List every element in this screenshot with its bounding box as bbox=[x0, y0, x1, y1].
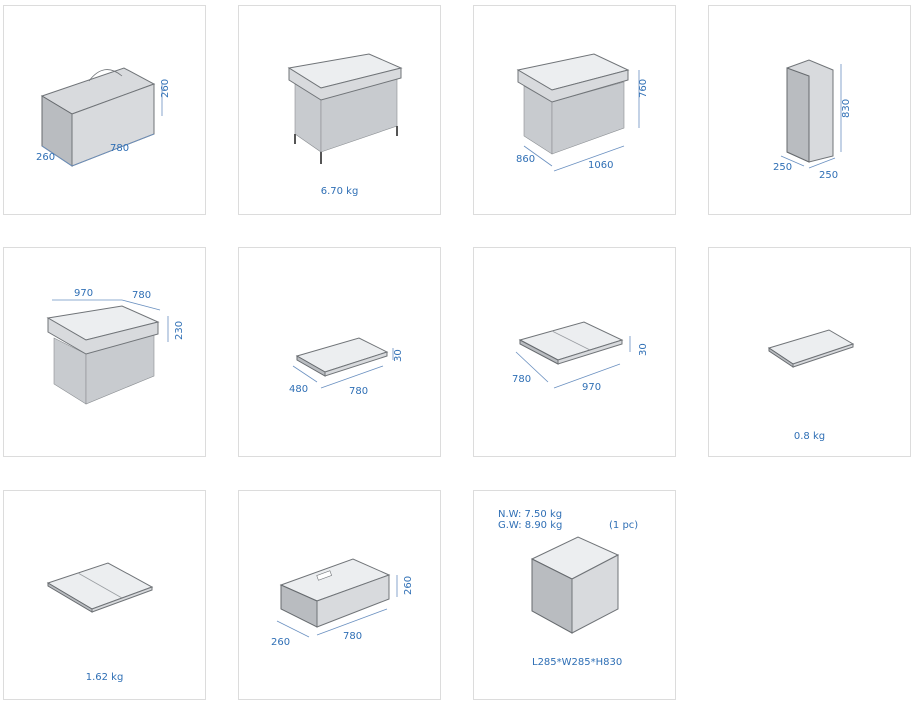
carry-bag-illustration: 260 260 780 bbox=[36, 67, 171, 167]
changer-weight-caption: 1.62 kg bbox=[85, 672, 124, 683]
small-mattress-thickness-dim: 30 bbox=[393, 349, 404, 362]
bag-depth-dim: 260 bbox=[36, 152, 55, 163]
bag-height-dim: 260 bbox=[160, 79, 171, 98]
folded-height-dim: 830 bbox=[841, 99, 852, 118]
sheet-illustration bbox=[767, 329, 855, 368]
gross-weight-label: G.W: 8.90 kg bbox=[498, 520, 562, 531]
product-card-carry-bag: 260 260 780 bbox=[3, 5, 206, 215]
product-card-package: N.W: 7.50 kg G.W: 8.90 kg (1 pc) L285*W2… bbox=[473, 490, 676, 700]
large-mattress-width-dim: 780 bbox=[512, 374, 531, 385]
large-mattress-length-dim: 970 bbox=[582, 382, 601, 393]
product-card-mattress-large: 30 780 970 bbox=[473, 247, 676, 457]
storage-bag-illustration: 260 260 780 bbox=[271, 558, 414, 648]
bassinet-length-dim: 970 bbox=[74, 288, 93, 299]
package-size-label: L285*W285*H830 bbox=[532, 657, 622, 668]
storage-bag-height-dim: 260 bbox=[403, 576, 414, 595]
large-mattress-illustration: 30 780 970 bbox=[512, 321, 649, 393]
playard-depth-dim: 860 bbox=[516, 154, 535, 165]
quantity-label: (1 pc) bbox=[609, 520, 638, 531]
changer-illustration bbox=[46, 562, 154, 613]
folded-playard-illustration: 830 250 250 bbox=[773, 59, 852, 181]
product-card-playard-dimensions: 760 860 1060 bbox=[473, 5, 676, 215]
playard-length-dim: 1060 bbox=[588, 160, 613, 171]
product-card-playard: 6.70 kg bbox=[238, 5, 441, 215]
bag-length-dim: 780 bbox=[110, 143, 129, 154]
bassinet-width-dim: 780 bbox=[132, 290, 151, 301]
product-card-folded: 830 250 250 bbox=[708, 5, 911, 215]
playard-weight-caption: 6.70 kg bbox=[320, 186, 359, 197]
folded-width-dim: 250 bbox=[819, 170, 838, 181]
folded-depth-dim: 250 bbox=[773, 162, 792, 173]
storage-bag-length-dim: 780 bbox=[343, 631, 362, 642]
bassinet-height-dim: 230 bbox=[174, 321, 185, 340]
product-card-mattress-small: 30 480 780 bbox=[238, 247, 441, 457]
product-card-storage-bag: 260 260 780 bbox=[238, 490, 441, 700]
product-card-bassinet: 970 780 230 bbox=[3, 247, 206, 457]
large-mattress-thickness-dim: 30 bbox=[638, 343, 649, 356]
package-box-illustration: N.W: 7.50 kg G.W: 8.90 kg (1 pc) L285*W2… bbox=[498, 509, 638, 668]
small-mattress-length-dim: 780 bbox=[349, 386, 368, 397]
storage-bag-depth-dim: 260 bbox=[271, 637, 290, 648]
small-mattress-illustration: 30 480 780 bbox=[289, 337, 404, 397]
playard-height-dim: 760 bbox=[638, 79, 649, 98]
net-weight-label: N.W: 7.50 kg bbox=[498, 509, 562, 520]
playard-dim-illustration: 760 860 1060 bbox=[516, 53, 649, 172]
sheet-weight-caption: 0.8 kg bbox=[793, 431, 826, 442]
bassinet-illustration: 970 780 230 bbox=[46, 288, 185, 405]
small-mattress-width-dim: 480 bbox=[289, 384, 308, 395]
product-card-changer: 1.62 kg bbox=[3, 490, 206, 700]
product-card-sheet: 0.8 kg bbox=[708, 247, 911, 457]
playard-illustration bbox=[287, 53, 403, 164]
